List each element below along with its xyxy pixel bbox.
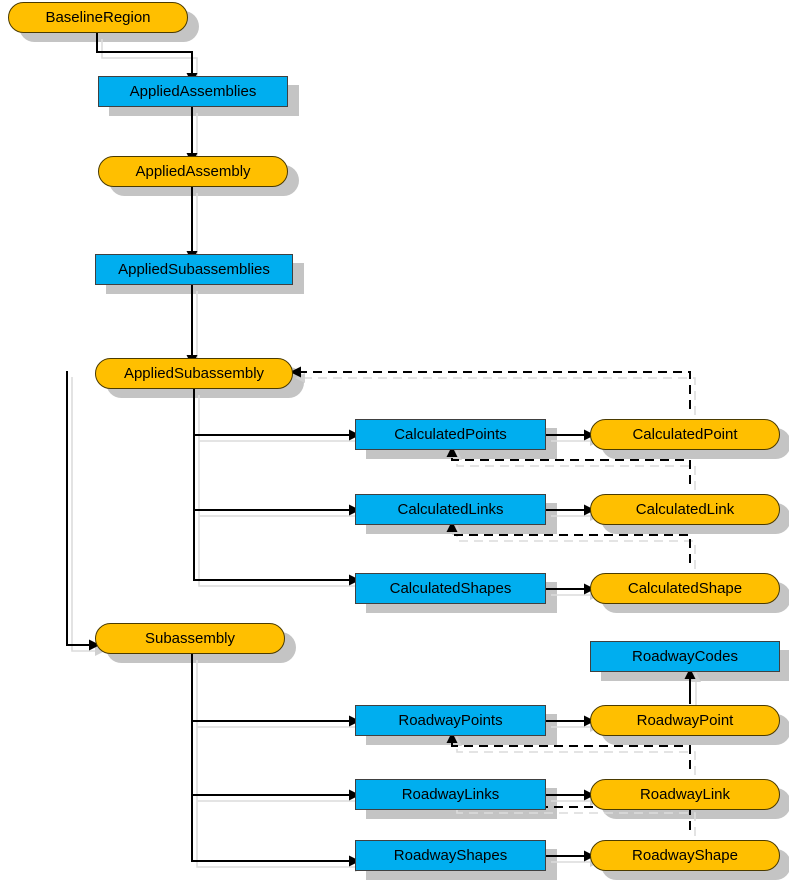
node-label: Subassembly <box>144 629 236 647</box>
node-label: RoadwayPoints <box>398 711 503 729</box>
arrowhead <box>349 855 360 867</box>
node-roadwayshapes[interactable]: RoadwayShapes <box>355 840 546 871</box>
node-label: RoadwayShapes <box>393 846 508 864</box>
node-label: CalculatedLink <box>635 500 735 518</box>
node-baselineregion[interactable]: BaselineRegion <box>8 2 188 33</box>
arrowhead <box>349 429 360 441</box>
node-label: RoadwayPoint <box>636 711 734 729</box>
node-label: RoadwayLink <box>639 785 731 803</box>
node-label: RoadwayLinks <box>401 785 500 803</box>
node-roadwayshape[interactable]: RoadwayShape <box>590 840 780 871</box>
arrowhead <box>446 446 458 457</box>
node-label: AppliedAssemblies <box>129 82 257 100</box>
node-calculatedlinks[interactable]: CalculatedLinks <box>355 494 546 525</box>
node-label: BaselineRegion <box>45 8 151 26</box>
arrowhead <box>349 504 360 516</box>
node-label: RoadwayCodes <box>632 647 738 665</box>
node-calculatedpoint[interactable]: CalculatedPoint <box>590 419 780 450</box>
arrowhead <box>684 668 696 679</box>
arrowhead <box>349 789 360 801</box>
node-label: CalculatedLinks <box>397 500 504 518</box>
arrowhead <box>290 366 301 378</box>
arrowhead <box>89 639 100 651</box>
node-roadwaypoint[interactable]: RoadwayPoint <box>590 705 780 736</box>
arrowhead <box>349 574 360 586</box>
node-label: AppliedSubassemblies <box>118 260 270 278</box>
node-label: AppliedSubassembly <box>123 364 265 382</box>
node-label: CalculatedPoint <box>632 425 738 443</box>
node-roadwaylink[interactable]: RoadwayLink <box>590 779 780 810</box>
node-appliedassemblies[interactable]: AppliedAssemblies <box>98 76 288 107</box>
node-label: AppliedAssembly <box>135 162 251 180</box>
node-roadwaycodes[interactable]: RoadwayCodes <box>590 641 780 672</box>
node-calculatedshapes[interactable]: CalculatedShapes <box>355 573 546 604</box>
arrowhead <box>446 732 458 743</box>
arrowhead <box>349 715 360 727</box>
node-calculatedpoints[interactable]: CalculatedPoints <box>355 419 546 450</box>
node-label: CalculatedShape <box>627 579 743 597</box>
node-label: CalculatedPoints <box>394 425 507 443</box>
node-calculatedlink[interactable]: CalculatedLink <box>590 494 780 525</box>
node-roadwaypoints[interactable]: RoadwayPoints <box>355 705 546 736</box>
node-appliedassembly[interactable]: AppliedAssembly <box>98 156 288 187</box>
node-roadwaylinks[interactable]: RoadwayLinks <box>355 779 546 810</box>
node-subassembly[interactable]: Subassembly <box>95 623 285 654</box>
node-label: CalculatedShapes <box>389 579 512 597</box>
node-label: RoadwayShape <box>632 846 738 864</box>
node-appliedsubassemblies[interactable]: AppliedSubassemblies <box>95 254 293 285</box>
node-calculatedshape[interactable]: CalculatedShape <box>590 573 780 604</box>
node-appliedsubassembly[interactable]: AppliedSubassembly <box>95 358 293 389</box>
arrowhead <box>446 521 458 532</box>
